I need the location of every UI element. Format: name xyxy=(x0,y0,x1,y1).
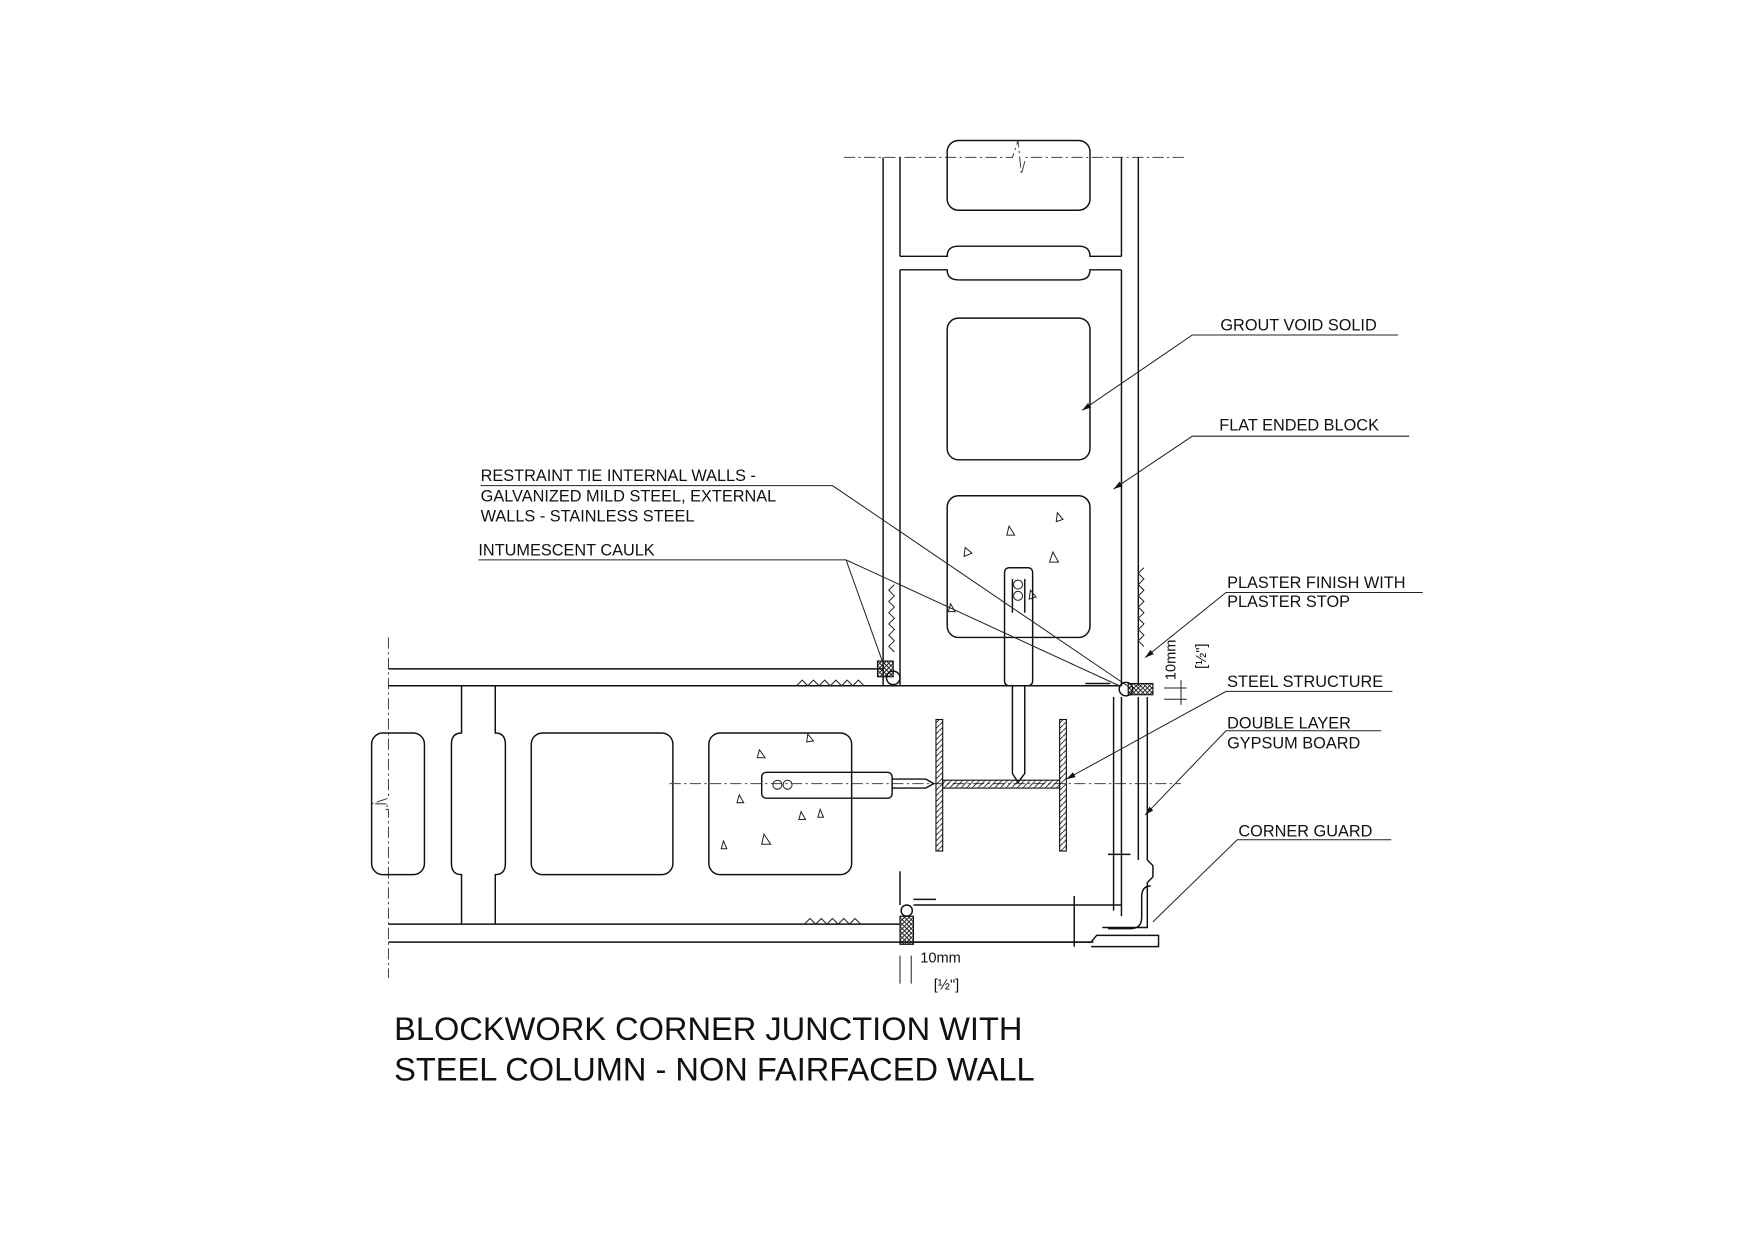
label-corner-guard: CORNER GUARD xyxy=(1238,822,1372,840)
label-restraint-tie-1: RESTRAINT TIE INTERNAL WALLS - xyxy=(481,467,756,485)
label-plaster-finish-1: PLASTER FINISH WITH xyxy=(1227,574,1405,592)
dimension-horizontal-gap: 10mm xyxy=(920,950,961,966)
label-flat-ended-block: FLAT ENDED BLOCK xyxy=(1219,417,1379,435)
label-restraint-tie-3: WALLS - STAINLESS STEEL xyxy=(481,508,695,526)
grout-void xyxy=(946,495,1091,639)
label-plaster-finish-2: PLASTER STOP xyxy=(1227,593,1350,611)
label-gypsum-1: DOUBLE LAYER xyxy=(1227,714,1351,732)
drawing-title-line-2: STEEL COLUMN - NON FAIRFACED WALL xyxy=(394,1050,1035,1087)
label-grout-void-solid: GROUT VOID SOLID xyxy=(1220,317,1376,335)
drawing-title-line-1: BLOCKWORK CORNER JUNCTION WITH xyxy=(394,1010,1022,1047)
label-intumescent-caulk: INTUMESCENT CAULK xyxy=(478,541,654,559)
dimension-vertical-gap: 10mm xyxy=(1163,640,1179,681)
dimension-horizontal-gap-imperial: [½"] xyxy=(934,977,960,993)
label-gypsum-2: GYPSUM BOARD xyxy=(1227,735,1360,753)
finishes xyxy=(876,660,1160,948)
restraint-ties xyxy=(760,566,1034,799)
label-restraint-tie-2: GALVANIZED MILD STEEL, EXTERNAL xyxy=(481,487,777,505)
vertical-blockwork-wall xyxy=(843,139,1187,686)
dimension-vertical-gap-imperial: [½"] xyxy=(1194,643,1210,669)
steel-column xyxy=(669,718,1182,852)
hollow-void xyxy=(946,317,1091,461)
horizontal-blockwork-wall xyxy=(370,637,1122,979)
label-steel-structure: STEEL STRUCTURE xyxy=(1227,673,1383,691)
leader-lines xyxy=(478,334,1423,984)
